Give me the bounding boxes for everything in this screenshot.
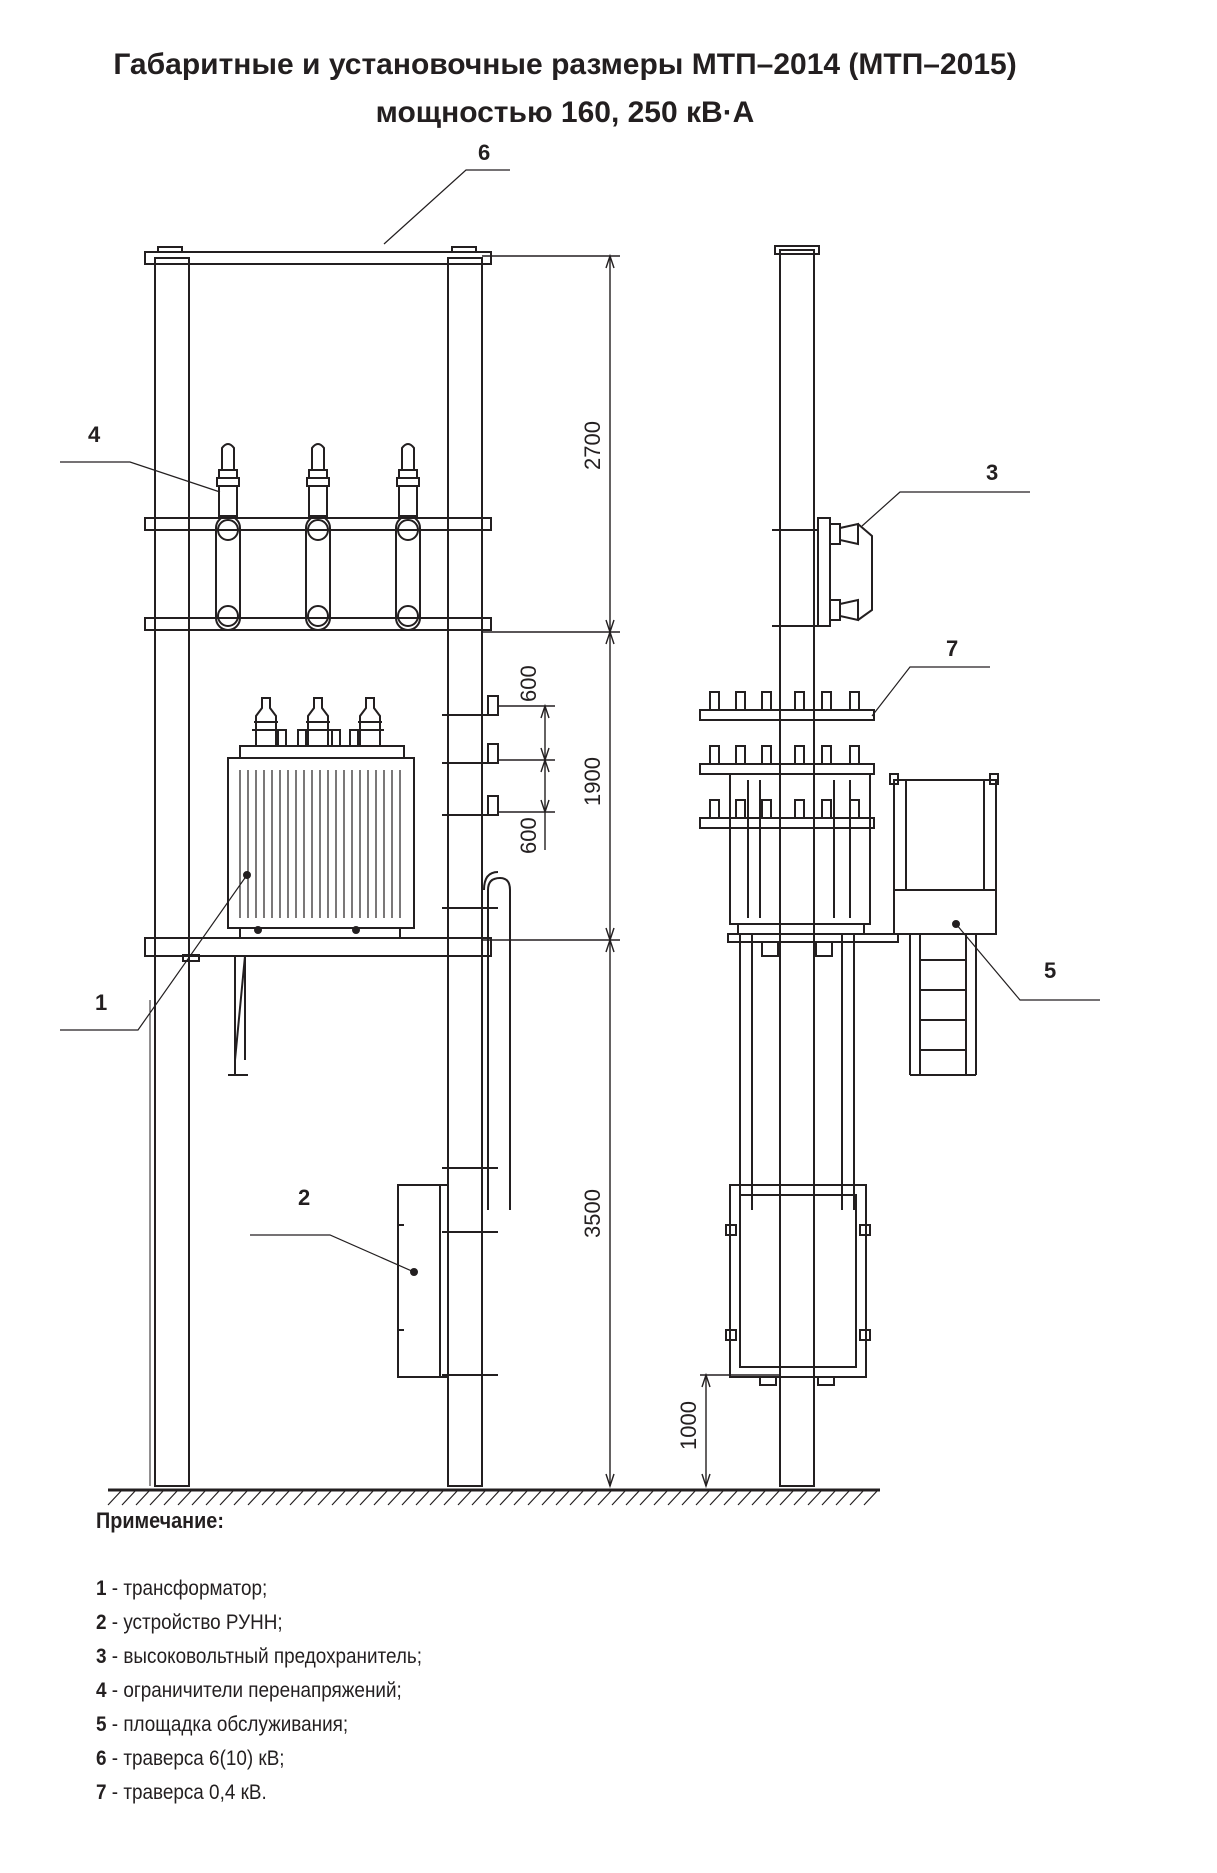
surge-arresters	[215, 443, 421, 631]
note-text: - устройство РУНН;	[106, 1611, 283, 1634]
runn-cabinet	[397, 1184, 449, 1378]
dim-1000: 1000	[676, 1401, 701, 1450]
arrester-traverses	[144, 517, 492, 631]
notes-heading: Примечание:	[96, 1508, 224, 1533]
note-text: - траверса 0,4 кВ.	[106, 1781, 267, 1804]
note-item-7: 7 - траверса 0,4 кВ.	[96, 1776, 422, 1810]
note-item-5: 5 - площадка обслуживания;	[96, 1708, 422, 1742]
dim-1900: 1900	[580, 757, 605, 806]
front-view	[144, 246, 511, 1487]
note-text: - траверса 6(10) кВ;	[106, 1747, 285, 1770]
callout-1: 1	[95, 990, 107, 1015]
note-text: - площадка обслуживания;	[106, 1713, 349, 1736]
title-line-1: Габаритные и установочные размеры МТП–20…	[113, 48, 1017, 81]
dimension-lines	[482, 253, 620, 1489]
service-platform	[889, 773, 999, 1076]
note-text: - высоковольтный предохранитель;	[106, 1645, 423, 1668]
callout-2: 2	[298, 1185, 310, 1210]
note-number: 3	[96, 1645, 107, 1668]
hv-traverse	[144, 246, 492, 265]
note-number: 7	[96, 1781, 107, 1804]
callout-3: 3	[986, 460, 998, 485]
lv-traverses	[699, 691, 875, 829]
lv-insulators	[442, 695, 499, 1376]
transformer	[227, 697, 415, 939]
cable-conduit	[483, 871, 511, 1210]
callout-6: 6	[478, 140, 490, 165]
callout-4: 4	[88, 422, 101, 447]
note-item-6: 6 - траверса 6(10) кВ;	[96, 1742, 422, 1776]
dimension-1000	[700, 1372, 780, 1489]
note-number: 6	[96, 1747, 107, 1770]
ground-line	[107, 1488, 880, 1506]
note-number: 5	[96, 1713, 107, 1736]
note-item-4: 4 - ограничители перенапряжений;	[96, 1674, 422, 1708]
dim-600-top: 600	[516, 665, 541, 702]
note-text: - трансформатор;	[106, 1577, 268, 1600]
transformer-side	[729, 773, 871, 1210]
lv-traverse-insulators	[709, 691, 860, 819]
dim-600-bottom: 600	[516, 817, 541, 854]
note-item-2: 2 - устройство РУНН;	[96, 1606, 422, 1640]
hv-fuse	[772, 517, 873, 627]
note-item-1: 1 - трансформатор;	[96, 1572, 422, 1606]
transformer-platform	[144, 937, 492, 1076]
leader-lines	[60, 169, 1100, 1273]
dim-3500: 3500	[580, 1189, 605, 1238]
runn-cabinet-side	[725, 1184, 871, 1386]
side-pole	[779, 249, 815, 1487]
front-left-pole	[154, 257, 190, 1487]
note-number: 4	[96, 1679, 107, 1702]
note-item-3: 3 - высоковольтный предохранитель;	[96, 1640, 422, 1674]
callout-7: 7	[946, 636, 958, 661]
dim-2700: 2700	[580, 421, 605, 470]
front-right-pole	[447, 257, 483, 1487]
transformer-fins	[239, 770, 401, 918]
title-line-2: мощностью 160, 250 кВ·А	[375, 96, 755, 129]
callout-5: 5	[1044, 958, 1056, 983]
note-number: 2	[96, 1611, 107, 1634]
side-view	[699, 245, 999, 1489]
note-number: 1	[96, 1577, 107, 1600]
note-text: - ограничители перенапряжений;	[106, 1679, 402, 1702]
notes-section: Примечание: 1 - трансформатор; 2 - устро…	[96, 1508, 458, 1810]
